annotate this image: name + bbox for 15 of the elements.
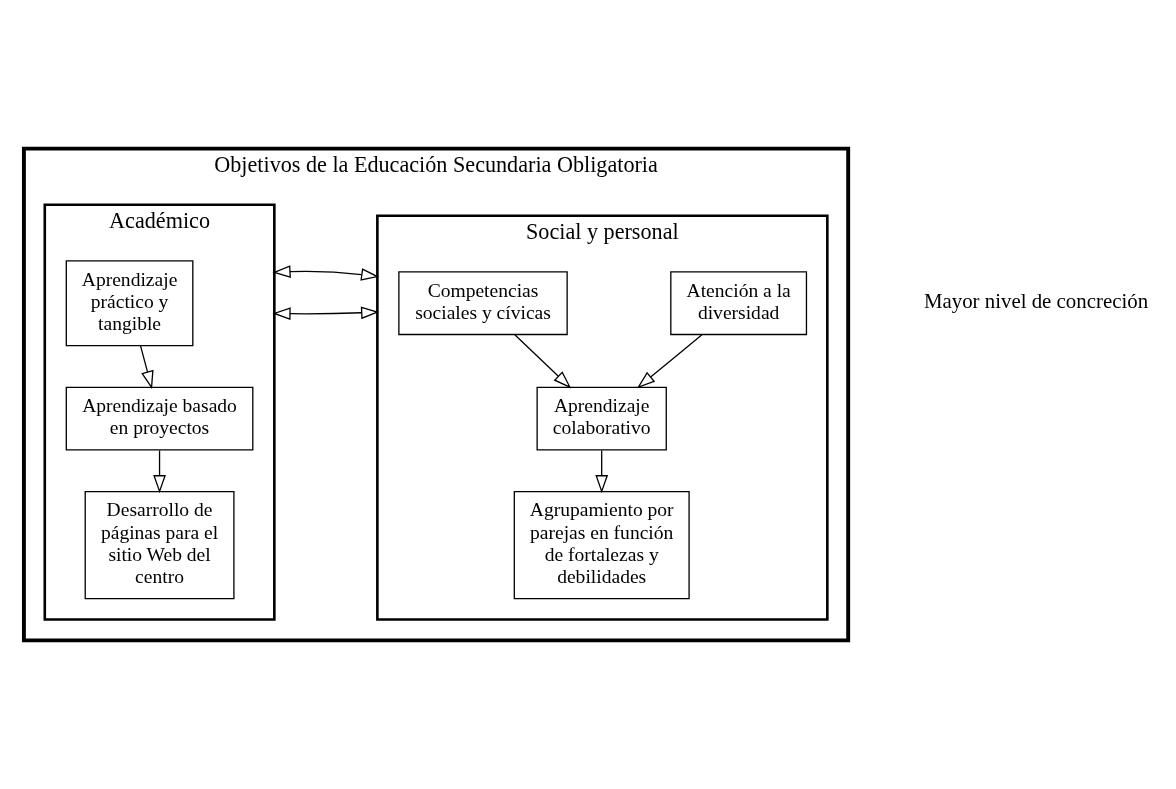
arrow <box>153 449 166 494</box>
arrow <box>595 449 609 494</box>
label: Mayor nivel de concreción <box>923 289 1149 314</box>
node-box: Competencias sociales y cívicas <box>398 271 568 336</box>
node-box: Atención a la diversidad <box>670 271 808 336</box>
arrow <box>272 306 380 321</box>
arrow <box>139 345 154 390</box>
arrow <box>272 265 380 281</box>
node-box: Desarrollo de páginas para el sitio Web del centro <box>84 491 235 600</box>
node-box: Aprendizaje colaborativo <box>536 386 667 451</box>
node-box: Aprendizaje basado en proyectos <box>65 386 254 451</box>
node-box: Agrupamiento por parejas en función de fortalezas y debilidades <box>513 491 690 600</box>
arrow <box>514 334 572 389</box>
arrow <box>637 334 703 389</box>
node-box: Aprendizaje práctico y tangible <box>65 260 194 347</box>
